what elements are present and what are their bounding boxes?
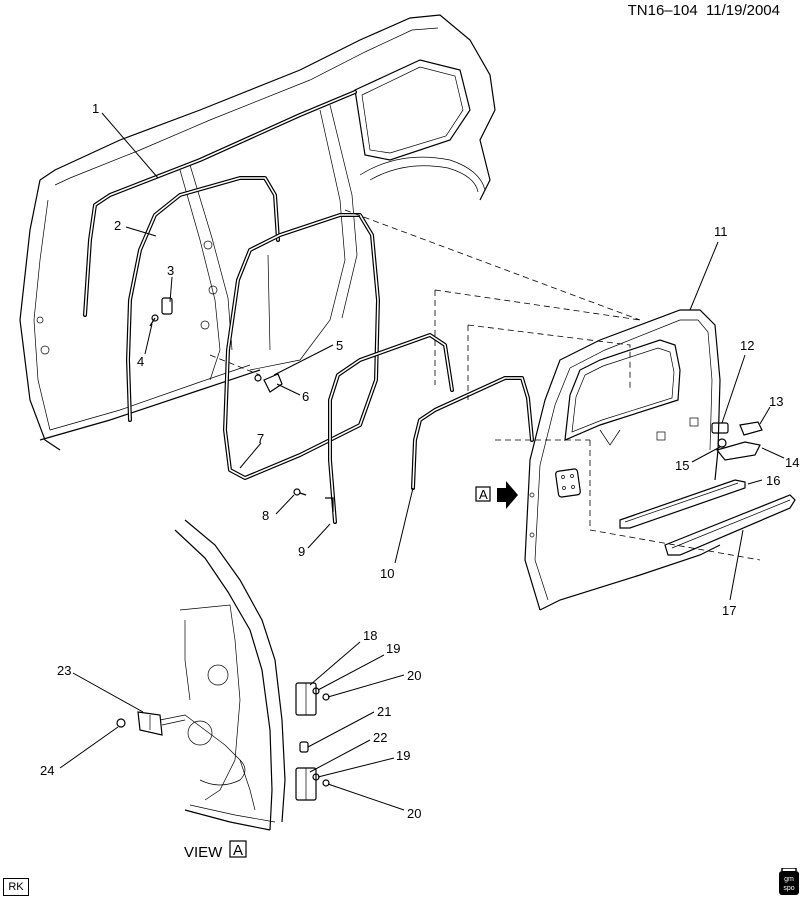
- callout-10: 10: [380, 566, 394, 581]
- callout-19: 19: [386, 641, 400, 656]
- callout-9: 9: [298, 544, 305, 559]
- corner-tag: RK: [3, 878, 29, 896]
- callout-16: 16: [766, 473, 780, 488]
- callout-24: 24: [40, 763, 54, 778]
- view-label-text: VIEW: [184, 844, 223, 861]
- callout-23: 23: [57, 663, 71, 678]
- roof-rail-weatherstrip: [83, 90, 357, 317]
- callout-4: 4: [137, 354, 144, 369]
- callout-numbers: 1 2 3 4 5 6 7 8 9 10 11 12 13 14 15 16 1…: [40, 101, 799, 821]
- view-a-arrow: [475, 481, 518, 509]
- callout-20: 20: [407, 668, 421, 683]
- gmspo-logo: gm spo: [779, 868, 799, 895]
- diagram-date: 11/19/2004: [706, 2, 780, 19]
- view-a-label: VIEW A: [184, 840, 247, 861]
- logo-text-gm: gm: [784, 876, 794, 883]
- callout-14: 14: [785, 455, 799, 470]
- callout-1: 1: [92, 101, 99, 116]
- callout-5: 5: [336, 338, 343, 353]
- callout-15: 15: [675, 458, 689, 473]
- callout-19-lower: 19: [396, 748, 410, 763]
- callout-7: 7: [257, 431, 264, 446]
- assembly-guide-lines: [209, 209, 761, 561]
- door-striker-and-bolt: [149, 297, 173, 327]
- logo-text-spo: spo: [783, 885, 794, 892]
- screw: [293, 488, 307, 496]
- callout-leader-lines: [59, 112, 785, 811]
- body-side-frame: [19, 14, 496, 451]
- door-frame-weatherstrip: [325, 333, 454, 524]
- outside-handle-assembly: [711, 421, 763, 461]
- callout-13: 13: [769, 394, 783, 409]
- view-a-arrow-letter: A: [479, 487, 488, 502]
- callout-3: 3: [167, 263, 174, 278]
- callout-21: 21: [377, 704, 391, 719]
- diagram-code: TN16–104: [627, 2, 698, 19]
- callout-20-lower: 20: [407, 806, 421, 821]
- callout-11: 11: [714, 224, 728, 239]
- callout-22: 22: [373, 730, 387, 745]
- callout-8: 8: [262, 508, 269, 523]
- callout-17: 17: [722, 603, 736, 618]
- door-window-weatherstrip: [411, 376, 534, 490]
- belt-molding: [619, 479, 746, 529]
- front-door-opening-weatherstrip: [126, 176, 280, 422]
- rocker-molding: [664, 494, 796, 556]
- rear-striker-and-bolt: [254, 373, 283, 393]
- callout-6: 6: [302, 389, 309, 404]
- view-label-letter: A: [233, 842, 243, 859]
- view-a-hinge-detail: [116, 519, 330, 831]
- rear-door-opening-weatherstrip: [223, 213, 380, 480]
- callout-2: 2: [114, 218, 121, 233]
- diagram-reference-header: TN16–104 11/19/2004: [628, 2, 780, 19]
- callout-12: 12: [740, 338, 754, 353]
- door-panel: [524, 309, 721, 611]
- callout-18: 18: [363, 628, 377, 643]
